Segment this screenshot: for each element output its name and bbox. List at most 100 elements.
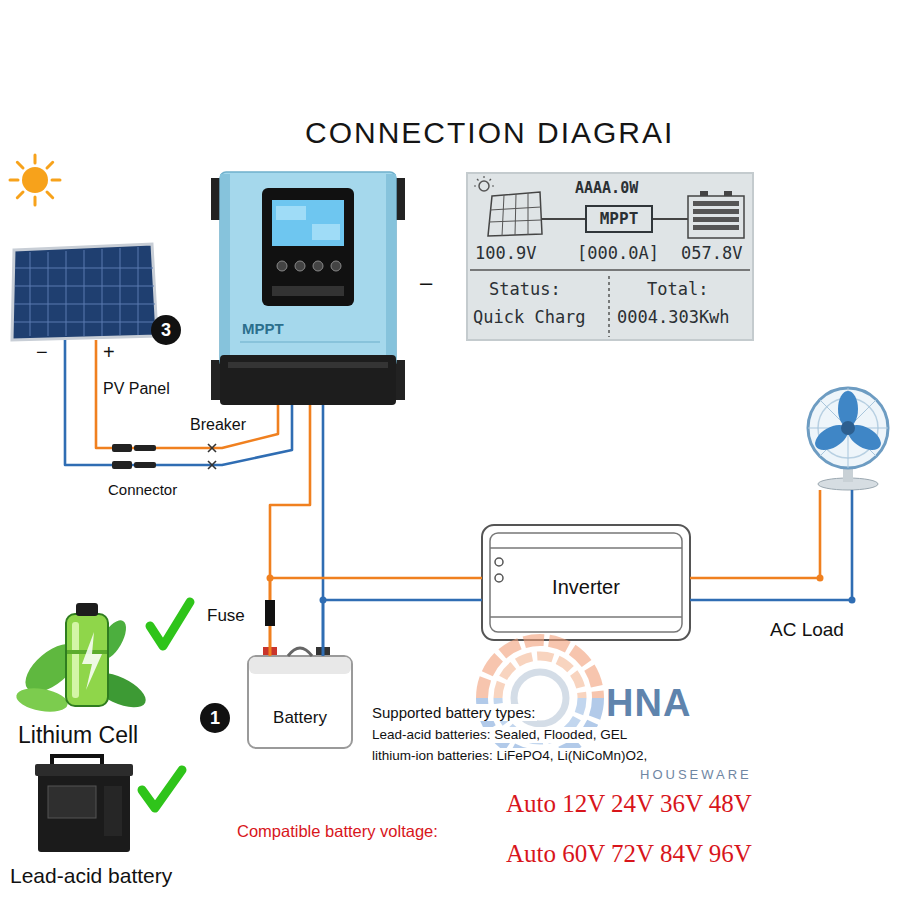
lcd-picture xyxy=(492,185,494,186)
sun-icon xyxy=(52,179,60,182)
controller-picture xyxy=(276,206,306,220)
voltage-list: Auto 60V 72V 84V 96V xyxy=(506,840,752,869)
fan-picture xyxy=(808,388,888,468)
lithium-cell-picture xyxy=(76,603,98,616)
positive-wire xyxy=(270,405,310,656)
voltage-heading: Compatible battery voltage: xyxy=(237,822,438,841)
lithium-cell-picture xyxy=(66,614,108,706)
solar-panel-picture xyxy=(15,286,154,287)
battery-picture xyxy=(249,657,351,674)
watermark: HOUSEWARE xyxy=(640,768,752,783)
breaker-mark xyxy=(208,461,216,469)
solar-panel-picture xyxy=(14,322,156,323)
pv-panel: PV Panel xyxy=(12,244,158,340)
device-brand: MPPT xyxy=(242,320,284,337)
lcd-readout: Total: xyxy=(647,281,708,298)
lcd-picture xyxy=(515,194,516,235)
fan-picture xyxy=(841,421,855,435)
junction-dot xyxy=(267,575,274,582)
pv-connector-plug xyxy=(134,462,156,468)
lcd-readout: [000.0A] xyxy=(577,245,659,262)
battery-type-label: Lithium Cell xyxy=(18,722,138,748)
sun-icon xyxy=(10,155,60,205)
lcd-picture xyxy=(693,217,739,222)
sun-icon xyxy=(47,192,53,198)
solar-panel-picture xyxy=(15,268,153,269)
panel-label: PV Panel xyxy=(103,380,170,398)
charge-controller: MPPT xyxy=(218,172,398,405)
inverter-label: Inverter xyxy=(482,576,690,599)
lcd-readout: 100.9V xyxy=(475,245,536,262)
controller-picture xyxy=(331,261,341,271)
solar-panel-picture xyxy=(12,244,157,340)
inverter-picture xyxy=(482,525,690,640)
check-mark xyxy=(142,602,190,808)
controller-picture xyxy=(295,261,305,271)
negative-wire xyxy=(690,490,852,600)
junction-dot xyxy=(817,575,824,582)
lead-acid-picture xyxy=(35,764,133,776)
positive-wire xyxy=(270,578,482,656)
lcd-picture xyxy=(693,201,739,206)
junction-dot xyxy=(267,575,856,604)
check-mark xyxy=(142,770,182,808)
lcd-picture xyxy=(490,179,492,181)
sun-icon xyxy=(17,162,23,168)
lithium-cell-picture xyxy=(82,632,102,690)
sun-icon xyxy=(10,155,60,205)
watermark-logo xyxy=(498,656,582,698)
breaker-mark xyxy=(208,461,216,469)
lithium-cell-picture xyxy=(72,622,79,698)
positive-wire xyxy=(96,340,278,448)
diagram-title: CONNECTION DIAGRAI xyxy=(305,116,674,151)
lithium-cell-picture xyxy=(14,603,150,715)
negative-wire xyxy=(65,340,292,465)
lcd-picture xyxy=(474,185,476,186)
lcd-readout: 0004.303Kwh xyxy=(617,309,730,326)
fan-picture xyxy=(808,388,888,468)
breaker-mark xyxy=(208,444,216,469)
lcd-readout: AAAA.0W xyxy=(575,181,638,196)
solar-panel-picture xyxy=(12,244,157,340)
lcd-picture xyxy=(688,196,744,238)
battery-picture xyxy=(248,656,352,748)
sun-icon xyxy=(22,167,48,193)
sun-icon xyxy=(47,162,53,168)
lead-acid-picture xyxy=(104,786,122,836)
callout-number: 1 xyxy=(200,703,230,733)
lcd-picture xyxy=(474,176,494,186)
solar-panel-picture xyxy=(66,251,67,336)
pv-connector-plug xyxy=(112,461,132,469)
sun-icon xyxy=(34,155,37,163)
inverter-picture xyxy=(495,574,503,582)
part-label: Breaker xyxy=(190,416,246,434)
separator-dash: – xyxy=(420,270,432,295)
battery-label: Battery xyxy=(248,708,352,728)
lead-acid-picture xyxy=(52,756,102,764)
watermark: HNA xyxy=(606,682,691,726)
lcd-readout: Status: xyxy=(489,281,561,298)
polarity-mark: − xyxy=(36,341,48,364)
lcd-picture xyxy=(467,173,753,340)
lead-acid-picture xyxy=(35,756,133,852)
inverter-picture xyxy=(490,616,682,618)
voltage-list: Auto 12V 24V 36V 48V xyxy=(506,790,752,819)
note-line: Lead-acid batteries: Sealed, Flooded, GE… xyxy=(370,727,629,743)
wire-pair xyxy=(270,578,482,656)
lcd-readout: Quick Charg xyxy=(473,309,586,326)
controller-picture xyxy=(272,286,344,296)
lcd-picture xyxy=(489,193,541,236)
lcd-picture xyxy=(528,193,529,235)
controller-picture xyxy=(313,261,323,271)
lcd-picture xyxy=(608,276,610,337)
note-heading: Supported battery types: xyxy=(370,704,537,721)
lcd-picture xyxy=(693,225,739,230)
positive-wire xyxy=(690,490,820,578)
junction-dot xyxy=(849,597,856,604)
lead-acid-picture xyxy=(38,772,130,852)
solar-panel-picture xyxy=(30,252,31,336)
lcd-picture xyxy=(489,220,541,222)
pv-connector-plug xyxy=(134,445,156,451)
inverter-picture xyxy=(482,525,690,640)
